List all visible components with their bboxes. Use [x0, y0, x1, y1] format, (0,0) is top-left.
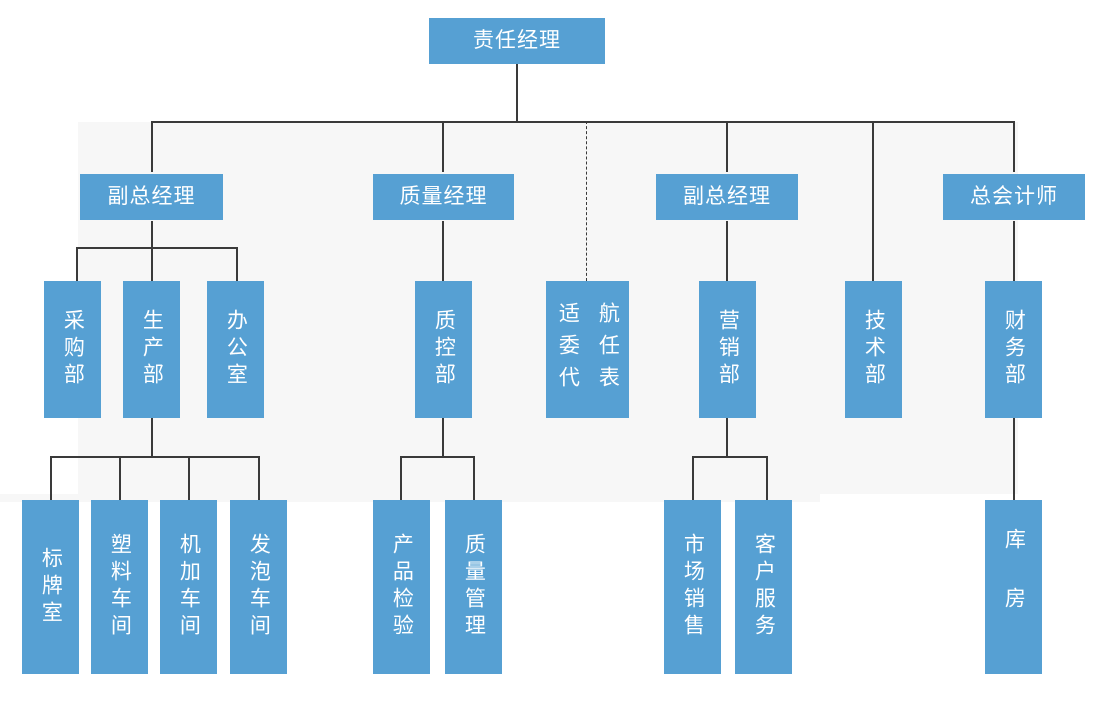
connector-vp-left-stem: [151, 221, 153, 248]
connector-trunk-to-chief-accountant: [1013, 121, 1015, 172]
node-root-responsible-manager[interactable]: 责任经理: [429, 18, 605, 64]
node-marketing-department[interactable]: 营销部: [699, 281, 756, 418]
connector-trunk-to-vp-right: [726, 121, 728, 172]
node-chief-accountant[interactable]: 总会计师: [943, 174, 1085, 220]
connector-qc-to-product-inspection: [400, 456, 402, 500]
connector-marketing-to-market-sales: [692, 456, 694, 500]
connector-vp-left-to-production: [151, 247, 153, 281]
connector-finance-to-warehouse: [1013, 418, 1015, 500]
connector-vp-left-to-purchasing: [76, 247, 78, 281]
background-panel-lower-left: [0, 494, 820, 502]
connector-production-to-plastics: [119, 456, 121, 500]
node-quality-management[interactable]: 质量管理: [445, 500, 502, 674]
connector-trunk-to-dar-dashed: [586, 121, 587, 281]
dar-text-column-left: 适委代: [556, 301, 580, 398]
node-warehouse[interactable]: 库房: [985, 500, 1042, 674]
connector-production-to-nameplate: [50, 456, 52, 500]
connector-production-stem: [151, 418, 153, 457]
node-quality-control-department[interactable]: 质控部: [415, 281, 472, 418]
connector-chief-accountant-to-finance: [1013, 221, 1015, 281]
connector-main-trunk: [151, 121, 1015, 123]
node-office[interactable]: 办公室: [207, 281, 264, 418]
connector-vp-left-bar: [76, 247, 237, 249]
connector-production-to-foaming: [258, 456, 260, 500]
connector-vp-left-to-office: [236, 247, 238, 281]
connector-qc-stem: [442, 418, 444, 457]
connector-production-bar: [50, 456, 259, 458]
node-plastics-workshop[interactable]: 塑料车间: [91, 500, 148, 674]
connector-production-to-machining: [188, 456, 190, 500]
connector-trunk-to-technology: [872, 121, 874, 281]
node-vice-general-manager-right[interactable]: 副总经理: [656, 174, 798, 220]
node-product-inspection[interactable]: 产品检验: [373, 500, 430, 674]
connector-vp-right-to-marketing: [726, 221, 728, 281]
connector-marketing-stem: [726, 418, 728, 457]
connector-qc-bar: [400, 456, 474, 458]
connector-qc-to-quality-management: [473, 456, 475, 500]
connector-marketing-bar: [692, 456, 767, 458]
dar-text-column-right: 航任表: [596, 301, 620, 398]
node-customer-service[interactable]: 客户服务: [735, 500, 792, 674]
connector-trunk-to-vp-left: [151, 121, 153, 172]
node-machining-workshop[interactable]: 机加车间: [160, 500, 217, 674]
node-airworthiness-designated-representative[interactable]: 航任表 适委代: [546, 281, 629, 418]
node-nameplate-room[interactable]: 标牌室: [22, 500, 79, 674]
node-market-sales[interactable]: 市场销售: [664, 500, 721, 674]
node-finance-department[interactable]: 财务部: [985, 281, 1042, 418]
node-vice-general-manager-left[interactable]: 副总经理: [80, 174, 223, 220]
node-production-department[interactable]: 生产部: [123, 281, 180, 418]
connector-marketing-to-customer-service: [766, 456, 768, 500]
node-quality-manager[interactable]: 质量经理: [373, 174, 514, 220]
connector-trunk-to-quality-mgr: [442, 121, 444, 172]
node-purchasing-department[interactable]: 采购部: [44, 281, 101, 418]
connector-quality-mgr-to-qc: [442, 221, 444, 281]
node-technology-department[interactable]: 技术部: [845, 281, 902, 418]
connector-root-stem: [516, 64, 518, 122]
node-foaming-workshop[interactable]: 发泡车间: [230, 500, 287, 674]
